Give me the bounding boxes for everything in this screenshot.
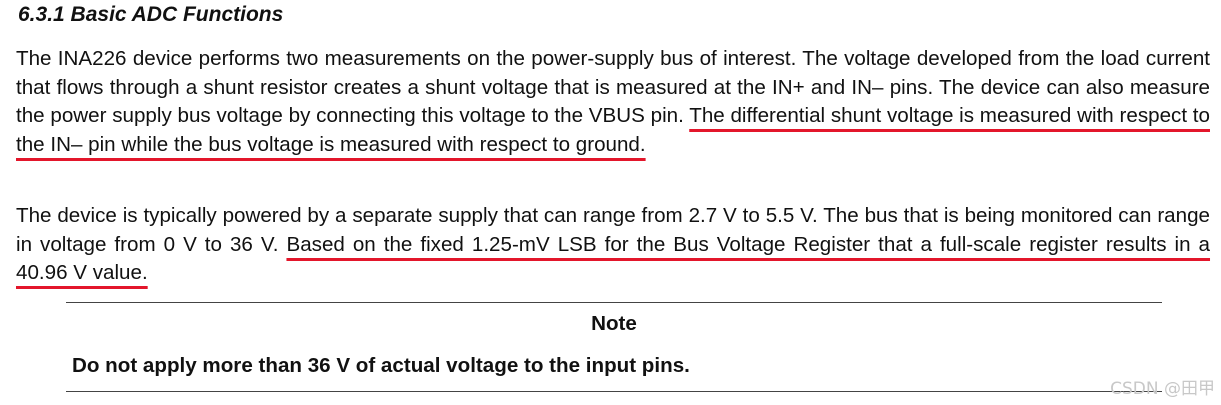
paragraph-lead-text: The INA226 device performs two measureme… (16, 47, 1210, 128)
paragraph-adc-measurements: The INA226 device performs two measureme… (16, 45, 1210, 160)
red-underlined-text: Based on the fixed 1.25-mV LSB for the B… (16, 232, 1211, 285)
red-underlined-text: The differential shunt voltage is measur… (16, 104, 1210, 157)
note-title: Note (591, 312, 637, 335)
note-body: Do not apply more than 36 V of actual vo… (72, 354, 690, 377)
note-bottom-divider (66, 391, 1162, 392)
section-heading: 6.3.1 Basic ADC Functions (18, 3, 284, 26)
note-top-divider (66, 302, 1162, 303)
watermark: CSDN @田甲 (1110, 379, 1215, 399)
paragraph-supply-range: The device is typically powered by a sep… (16, 202, 1210, 288)
paragraph-lead-text: The device is typically powered by a sep… (16, 204, 1210, 256)
